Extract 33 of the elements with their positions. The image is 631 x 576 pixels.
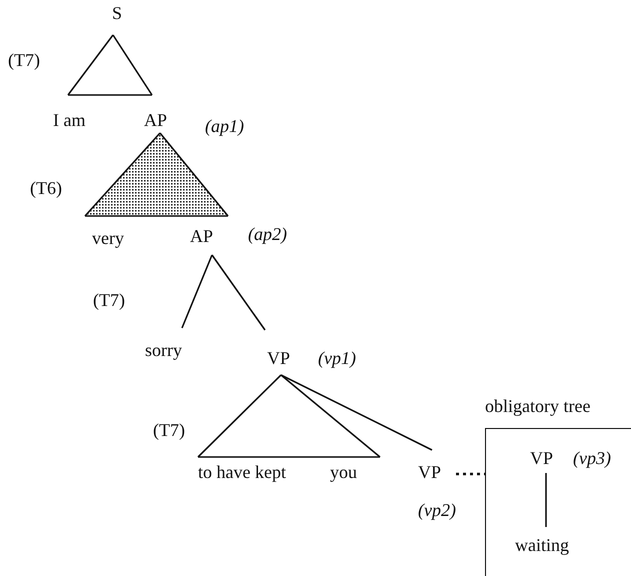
- tree-branch: [280, 374, 432, 451]
- rule-label: (T7): [8, 50, 40, 70]
- tree-branch: [181, 254, 213, 328]
- rule-label: (T6): [30, 178, 62, 198]
- node-label: AP: [190, 226, 214, 246]
- dotted-link: [456, 472, 485, 476]
- annotation-label: (vp3): [573, 448, 611, 468]
- box-title: obligatory tree: [485, 396, 590, 416]
- annotation-label: (ap1): [205, 116, 244, 136]
- tree-branch: [67, 34, 114, 96]
- node-label: S: [112, 3, 122, 23]
- annotation-label: (ap2): [248, 224, 287, 244]
- node-label: sorry: [145, 340, 182, 360]
- node-label: I am: [53, 110, 86, 130]
- tree-branch: [159, 132, 229, 216]
- node-label: VP: [267, 348, 290, 368]
- node-label: VP: [418, 462, 442, 482]
- node-label: you: [330, 462, 357, 482]
- node-label: very: [92, 228, 124, 248]
- tree-branch: [112, 34, 153, 96]
- node-label: VP: [530, 448, 554, 468]
- tree-branch: [197, 374, 282, 458]
- rule-label: (T7): [93, 290, 125, 310]
- node-label: to have kept: [198, 462, 286, 482]
- tree-branch: [211, 254, 266, 330]
- tree-branch: [545, 473, 547, 527]
- rule-label: (T7): [153, 420, 185, 440]
- annotation-label: (vp1): [318, 348, 356, 368]
- node-label: AP: [144, 110, 168, 130]
- node-label: waiting: [515, 535, 569, 555]
- tree-branch: [84, 132, 161, 217]
- tree-branch: [280, 374, 381, 458]
- annotation-label: (vp2): [418, 500, 456, 520]
